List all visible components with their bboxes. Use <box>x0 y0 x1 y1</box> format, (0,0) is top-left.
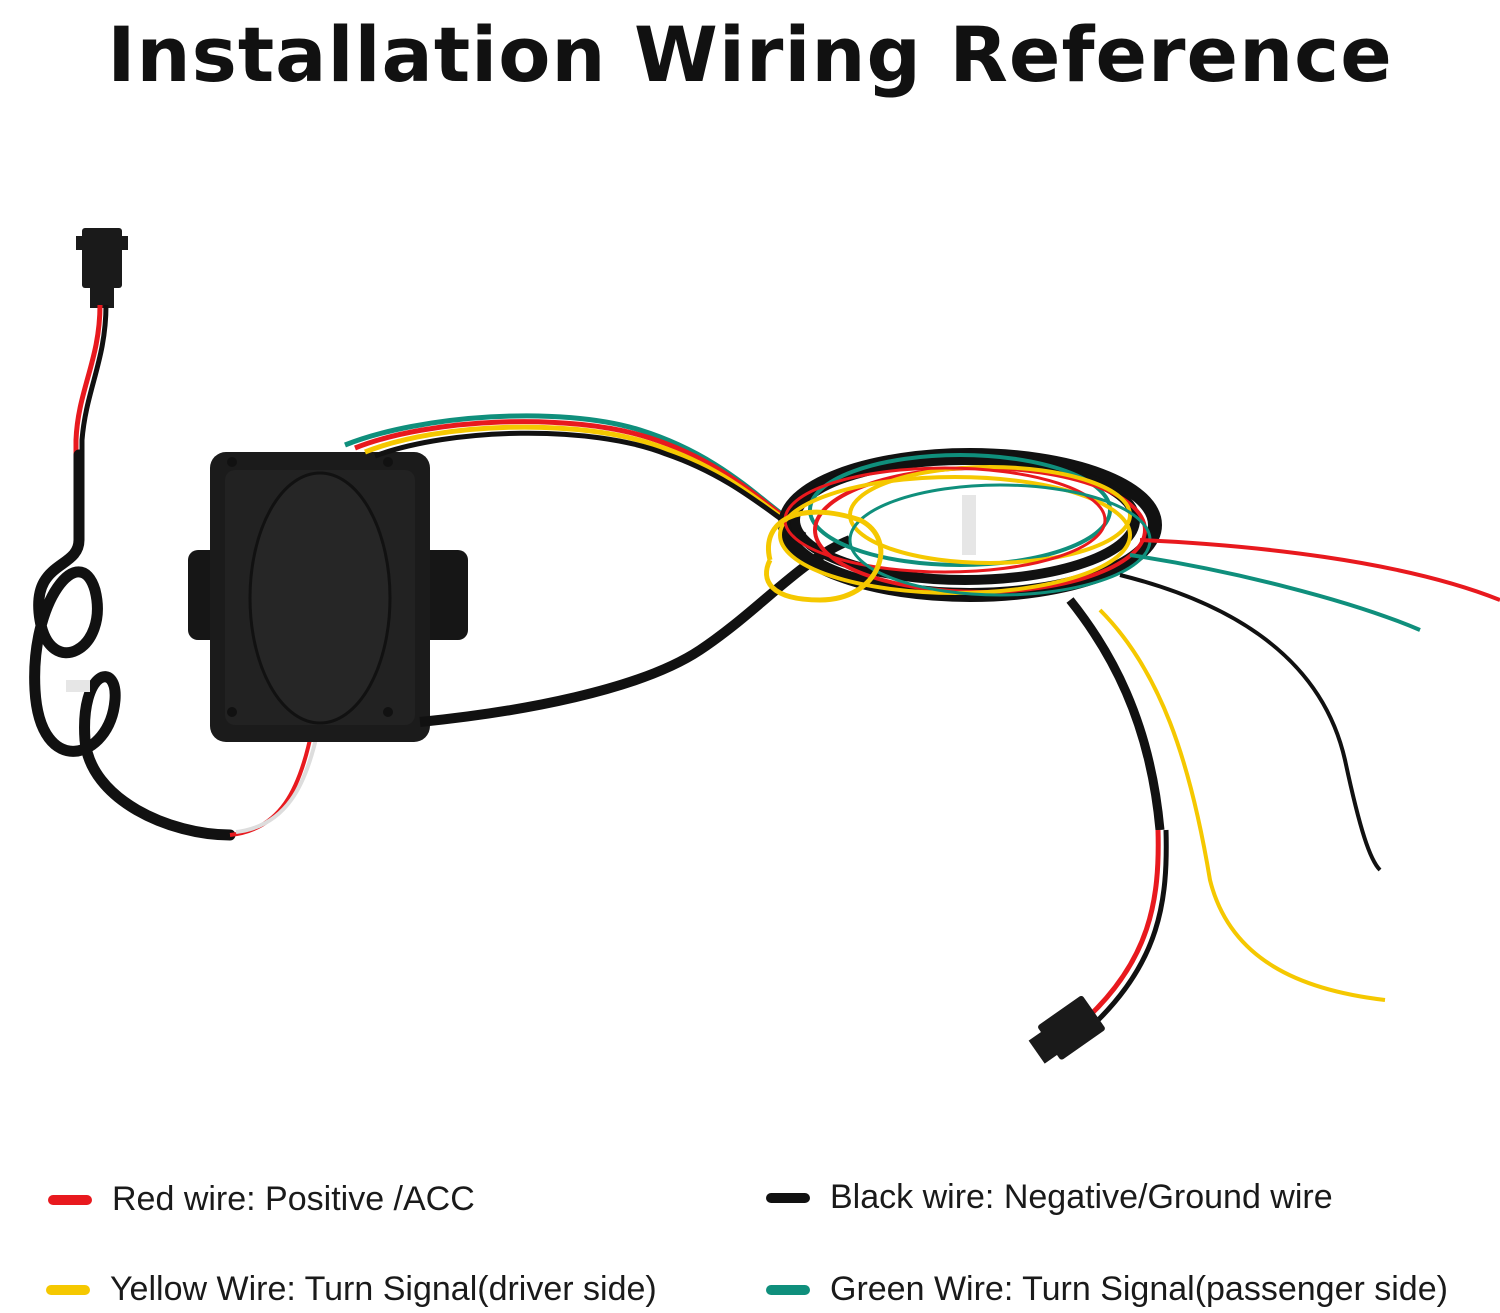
legend-red-label: Red wire: Positive /ACC <box>112 1180 475 1218</box>
left-connector <box>76 228 128 308</box>
legend-green: Green Wire: Turn Signal(passenger side) <box>766 1270 1448 1309</box>
legend-yellow: Yellow Wire: Turn Signal(driver side) <box>46 1270 657 1309</box>
upper-black-wire <box>374 430 807 538</box>
yellow-swatch-icon <box>46 1284 90 1295</box>
coiled-wire-bundle <box>764 448 1162 603</box>
green-swatch-icon <box>766 1284 810 1295</box>
left-cable-coil <box>29 449 236 841</box>
legend-black-label: Black wire: Negative/Ground wire <box>830 1178 1333 1216</box>
red-swatch-icon <box>48 1194 92 1205</box>
right-yellow-lead <box>1098 608 1386 1002</box>
right-black-lead <box>1119 573 1382 872</box>
right-red-lead <box>1139 538 1500 602</box>
legend-black: Black wire: Negative/Ground wire <box>766 1178 1333 1217</box>
legend-red: Red wire: Positive /ACC <box>48 1180 475 1219</box>
left-red-wire <box>73 304 103 460</box>
bottom-cable <box>1066 597 1165 831</box>
page-title: Installation Wiring Reference <box>107 10 1393 99</box>
legend-yellow-label: Yellow Wire: Turn Signal(driver side) <box>110 1270 657 1308</box>
bottom-connector <box>1028 995 1105 1064</box>
left-black-wire <box>79 304 109 460</box>
module-output-cable <box>419 535 852 727</box>
wiring-photo <box>29 228 1500 1064</box>
legend-green-label: Green Wire: Turn Signal(passenger side) <box>830 1270 1448 1308</box>
black-swatch-icon <box>766 1192 810 1203</box>
cable-tie-left <box>66 680 90 692</box>
module-box <box>188 452 468 742</box>
right-green-lead <box>1129 553 1421 632</box>
